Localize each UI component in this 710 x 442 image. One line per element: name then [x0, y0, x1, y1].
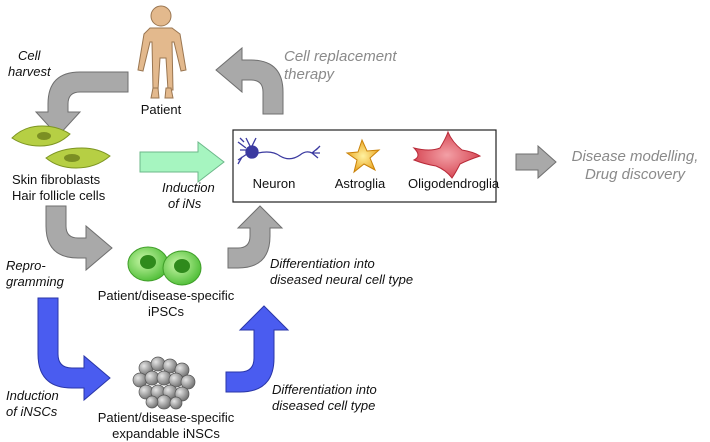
induction-ins-label-2: of iNs [168, 196, 202, 211]
cell-harvest-label-1: Cell [18, 48, 41, 63]
astroglia-label: Astroglia [334, 176, 386, 191]
astroglia-icon [345, 138, 381, 174]
induction-inscs-label-2: of iNSCs [6, 404, 58, 419]
fibroblasts-label-2: Hair follicle cells [12, 188, 106, 203]
ipsc-label-2: iPSCs [147, 304, 185, 319]
diff-neural-label-2: diseased neural cell type [270, 272, 414, 287]
fibroblast-cells-icon [11, 125, 111, 169]
reprogramming-label-1: Repro- [6, 258, 46, 273]
reprogramming-arrow [45, 205, 113, 272]
disease-modelling-arrow [515, 144, 557, 180]
cell-harvest-arrow [34, 71, 129, 137]
ipsc-label-1: Patient/disease-specific [97, 288, 235, 303]
patient-label: Patient [140, 102, 182, 117]
cell-replacement-label-1: Cell replacement [284, 48, 397, 65]
neuron-label: Neuron [252, 176, 296, 191]
cell-replacement-label-2: therapy [284, 66, 335, 83]
differentiation-neural-arrow [227, 205, 284, 269]
oligodendroglia-icon [412, 130, 482, 179]
disease-modelling-label-1: Disease modelling, [571, 148, 699, 165]
induction-ins-arrow [139, 140, 225, 184]
induction-inscs-label-1: Induction [6, 388, 59, 403]
fibroblasts-label-1: Skin fibroblasts [12, 172, 101, 187]
oligodendroglia-label: Oligodendroglia [408, 176, 500, 191]
differentiation-cell-arrow [225, 305, 290, 393]
insc-neurosphere-icon [132, 356, 196, 410]
induction-inscs-arrow [37, 297, 111, 402]
cell-harvest-label-2: harvest [8, 64, 51, 79]
neuron-icon [237, 137, 321, 165]
diff-neural-label-1: Differentiation into [270, 256, 375, 271]
cell-replacement-arrow [215, 46, 284, 115]
reprogramming-label-2: gramming [6, 274, 64, 289]
disease-modelling-label-2: Drug discovery [584, 166, 686, 183]
patient-icon [137, 5, 187, 99]
ipsc-cells-icon [127, 246, 202, 286]
insc-label-1: Patient/disease-specific [97, 410, 235, 425]
induction-ins-label-1: Induction [162, 180, 215, 195]
diff-cell-label-1: Differentiation into [272, 382, 377, 397]
insc-label-2: expandable iNSCs [112, 426, 220, 441]
diff-cell-label-2: diseased cell type [272, 398, 376, 413]
